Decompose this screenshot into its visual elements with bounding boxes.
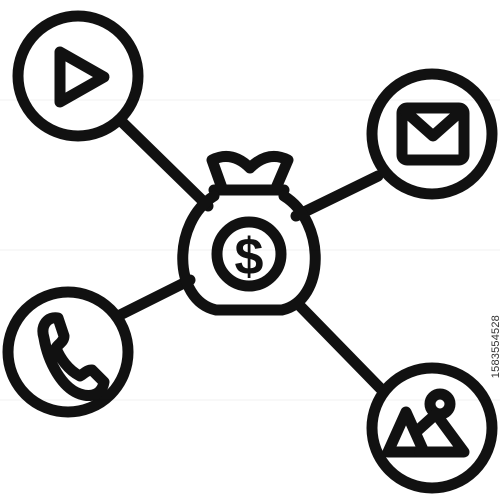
node-play bbox=[12, 10, 144, 142]
node-phone bbox=[2, 286, 134, 418]
money-bag-icon bbox=[177, 150, 321, 316]
node-image bbox=[366, 362, 498, 494]
dollar-symbol: $ bbox=[235, 228, 264, 286]
connector-phone bbox=[114, 274, 196, 321]
watermark-pattern bbox=[0, 99, 500, 401]
connector-lines bbox=[114, 114, 386, 394]
image-icon bbox=[382, 388, 470, 458]
connector-mail bbox=[290, 170, 384, 222]
connector-image bbox=[294, 300, 386, 394]
stock-id-watermark: 1583554528 bbox=[490, 315, 500, 379]
node-mail bbox=[366, 68, 498, 200]
mail-icon bbox=[396, 102, 470, 166]
play-icon bbox=[54, 46, 110, 108]
phone-icon bbox=[37, 312, 110, 401]
connector-play bbox=[114, 114, 214, 212]
